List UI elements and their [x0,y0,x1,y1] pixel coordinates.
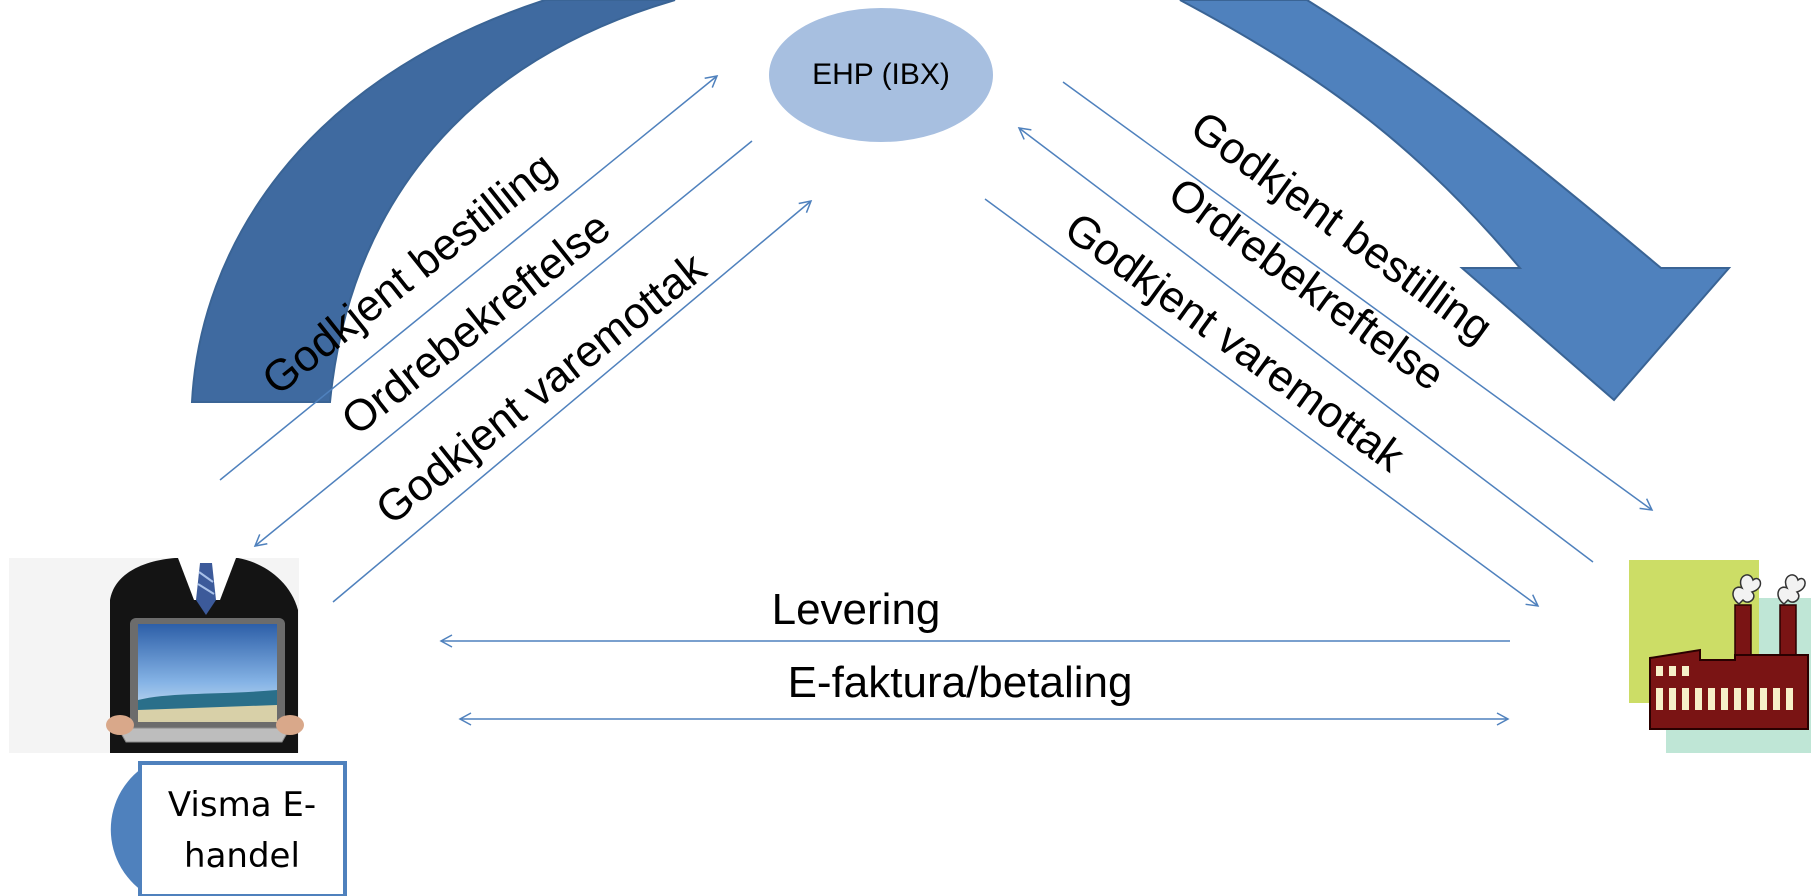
buyer-label-line2: handel [184,836,300,876]
invoice-label: E-faktura/betaling [788,658,1133,707]
left-arrow-approved-order [219,75,719,481]
left-arrow-order-confirmation [253,140,753,547]
factory-icon [1629,560,1811,753]
buyer-box [138,761,347,896]
right-curved-arrow [1179,0,1732,402]
right-arrow-order-confirmation [1017,127,1594,563]
delivery-label: Levering [772,585,941,634]
left-curved-arrow [190,0,676,403]
businessman-with-laptop-photo [9,558,304,753]
hub-node [769,8,993,142]
left-arrow-goods-receipt [332,199,813,603]
right-arrow-approved-order [1062,81,1654,511]
hub-label: EHP (IBX) [812,58,950,91]
right-arrow-goods-receipt [984,198,1540,607]
buyer-label-line1: Visma E- [168,785,316,825]
